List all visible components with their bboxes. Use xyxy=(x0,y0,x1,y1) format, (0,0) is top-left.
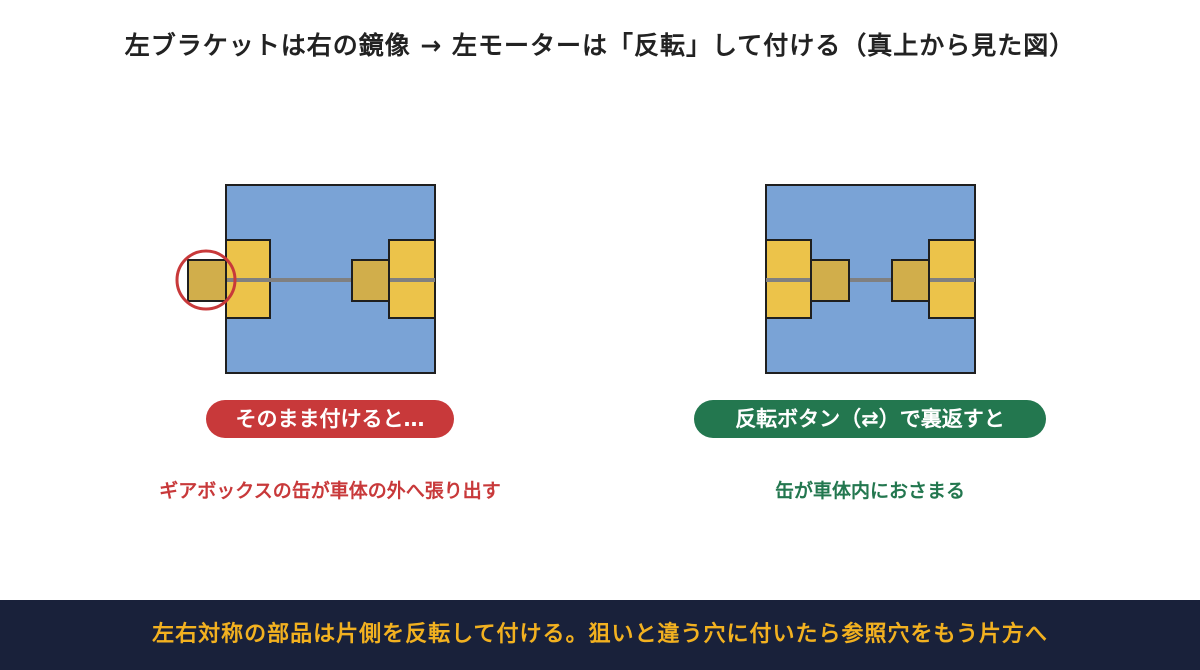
gearbox-right xyxy=(891,259,930,302)
diagram-title: 左ブラケットは右の鏡像 → 左モーターは「反転」して付ける（真上から見た図） xyxy=(124,31,1076,60)
problem-highlight-circle xyxy=(175,249,237,311)
gearbox-right xyxy=(351,259,390,302)
gearbox-left-protruding xyxy=(187,259,227,302)
left-mount-diagram xyxy=(170,180,470,380)
flip-caption: 缶が車体内におさまる xyxy=(774,480,965,502)
flip-label: 反転ボタン（⇄）で裏返すと xyxy=(694,400,1046,438)
gearbox-left xyxy=(810,259,850,302)
right-mount-diagram xyxy=(710,180,1010,380)
footer-tip: 左右対称の部品は片側を反転して付ける。狙いと違う穴に付いたら参照穴をもう片方へ xyxy=(152,622,1048,647)
footer-banner: 左右対称の部品は片側を反転して付ける。狙いと違う穴に付いたら参照穴をもう片方へ xyxy=(0,600,1200,670)
as-is-label: そのまま付けると… xyxy=(206,400,454,438)
as-is-caption: ギアボックスの缶が車体の外へ張り出す xyxy=(159,480,501,502)
